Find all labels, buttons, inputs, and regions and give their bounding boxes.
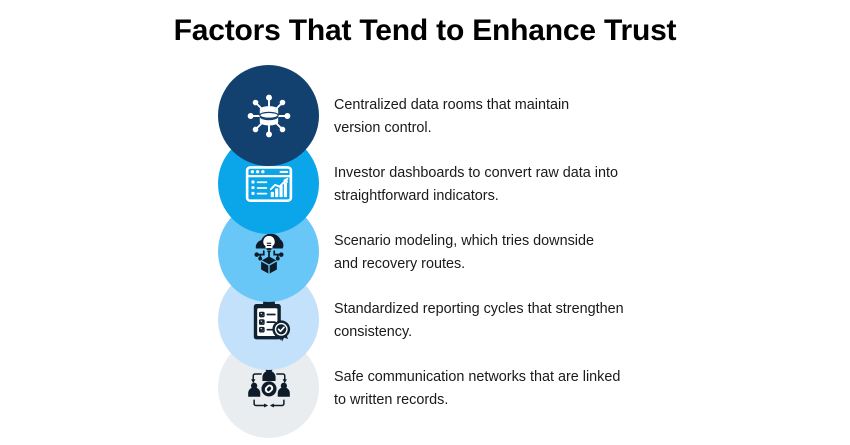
list-item: Centralized data rooms that maintain ver… xyxy=(0,65,850,167)
list-item-label: Centralized data rooms that maintain ver… xyxy=(334,97,570,136)
page-title: Factors That Tend to Enhance Trust xyxy=(173,14,677,47)
clipboard-checklist-badge-icon xyxy=(242,293,296,347)
dashboard-chart-icon xyxy=(241,156,297,212)
list-item-label: Safe communication networks that are lin… xyxy=(334,369,621,408)
list-item-label: Investor dashboards to convert raw data … xyxy=(334,165,618,204)
cloud-idea-network-icon xyxy=(241,224,297,280)
database-network-icon xyxy=(241,88,297,144)
list-item-label: Scenario modeling, which tries downside … xyxy=(334,233,594,272)
list-item-label: Standardized reporting cycles that stren… xyxy=(334,301,624,340)
factors-list: Centralized data rooms that maintain ver… xyxy=(0,65,850,445)
icon-circle-centralized-data-rooms xyxy=(218,65,319,166)
